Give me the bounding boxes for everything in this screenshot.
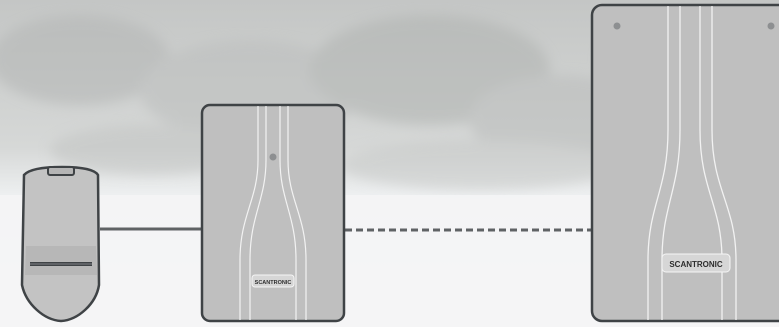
wireless-transmitter-icon: SCANTRONIC xyxy=(202,105,344,321)
pir-motion-detector-icon xyxy=(22,167,99,321)
control-panel-icon: SCANTRONIC xyxy=(592,5,779,321)
transmitter-brand-label: SCANTRONIC xyxy=(255,280,292,286)
control-panel-brand-label: SCANTRONIC xyxy=(669,260,723,269)
